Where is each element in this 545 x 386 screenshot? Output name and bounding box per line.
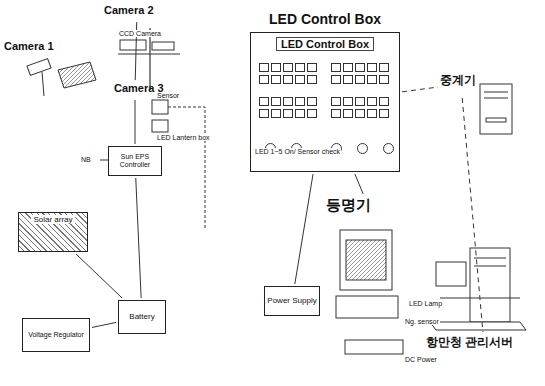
connector — [295, 174, 313, 284]
connector — [92, 322, 116, 327]
button-key — [343, 75, 353, 84]
node-text: 중계기 — [440, 72, 482, 89]
button-key — [295, 109, 305, 118]
button-key — [283, 75, 293, 84]
button-key — [271, 75, 281, 84]
controller-box: Sun EPS Controller — [108, 146, 162, 176]
button-key — [343, 97, 353, 106]
knob — [383, 143, 394, 154]
button-key — [259, 63, 269, 72]
connector — [76, 254, 122, 298]
button-key — [295, 97, 305, 106]
button-key — [379, 63, 389, 72]
button-key — [367, 97, 377, 106]
button-key — [331, 75, 341, 84]
button-key — [355, 75, 365, 84]
power-box: Power Supply — [264, 286, 320, 316]
node-text: Camera 2 — [104, 4, 170, 16]
part-label: CCD Camera — [118, 30, 162, 37]
connector — [462, 98, 483, 332]
battery-box: Battery — [118, 300, 166, 334]
button-key — [283, 109, 293, 118]
button-key — [379, 75, 389, 84]
button-key — [343, 109, 353, 118]
button-key — [259, 97, 269, 106]
part-label: DC Power — [404, 356, 438, 363]
button-key — [307, 97, 317, 106]
server-icon — [430, 248, 526, 330]
button-key — [271, 63, 281, 72]
node-text: Sun EPS Controller — [109, 153, 161, 168]
button-key — [271, 109, 281, 118]
camera-sketch — [118, 40, 180, 54]
part-label: LED Lamp — [408, 300, 443, 307]
node-text: LED Control Box — [276, 37, 374, 51]
button-key — [295, 63, 305, 72]
connector — [135, 100, 136, 144]
button-key — [307, 109, 317, 118]
solar-array: Solar array — [18, 212, 88, 252]
camera-label: Camera 1 — [4, 40, 70, 56]
part-label: Sensor — [156, 92, 180, 99]
mast — [149, 28, 150, 90]
node-text: Power Supply — [267, 297, 316, 306]
computer-icon — [480, 84, 512, 134]
node-text: Voltage Regulator — [28, 331, 84, 339]
button-key — [307, 63, 317, 72]
button-key — [367, 75, 377, 84]
connector — [355, 174, 363, 194]
button-key — [355, 97, 365, 106]
button-key — [355, 109, 365, 118]
button-key — [259, 75, 269, 84]
part-label: LED Lantern box — [156, 134, 211, 141]
button-key — [307, 75, 317, 84]
button-key — [331, 63, 341, 72]
lantern-sketch — [336, 230, 403, 354]
button-key — [367, 63, 377, 72]
camera-label: Camera 2 — [104, 4, 170, 20]
button-key — [367, 109, 377, 118]
button-key — [295, 75, 305, 84]
server-label: 항만청 관리서버 — [426, 334, 542, 355]
node-text: 등명기 — [326, 196, 412, 215]
button-key — [331, 109, 341, 118]
button-key — [343, 63, 353, 72]
button-key — [271, 97, 281, 106]
knob — [357, 143, 368, 154]
button-key — [283, 97, 293, 106]
connector — [136, 178, 141, 298]
node-text: Solar array — [31, 215, 74, 224]
camera-sketch — [27, 59, 96, 96]
node-text: Camera 3 — [114, 82, 156, 94]
button-key — [259, 109, 269, 118]
part-label: Ng. sensor — [404, 318, 440, 325]
button-key — [283, 63, 293, 72]
button-key — [355, 63, 365, 72]
camera-label: Camera 3 — [114, 82, 156, 98]
node-text: LED Control Box — [269, 11, 381, 27]
regulator-box: Voltage Regulator — [22, 318, 90, 352]
lantern-label: 등명기 — [326, 196, 412, 220]
connector — [402, 87, 438, 92]
button-key — [331, 97, 341, 106]
button-key — [379, 97, 389, 106]
node-text: 항만청 관리서버 — [426, 334, 542, 351]
button-key — [379, 109, 389, 118]
part-label: NB — [80, 156, 92, 163]
part-label: LED 1~5 On/ Sensor check — [254, 148, 341, 155]
node-text: Battery — [129, 313, 154, 322]
repeater-label: 중계기 — [440, 72, 482, 96]
node-text: Camera 1 — [4, 40, 70, 52]
